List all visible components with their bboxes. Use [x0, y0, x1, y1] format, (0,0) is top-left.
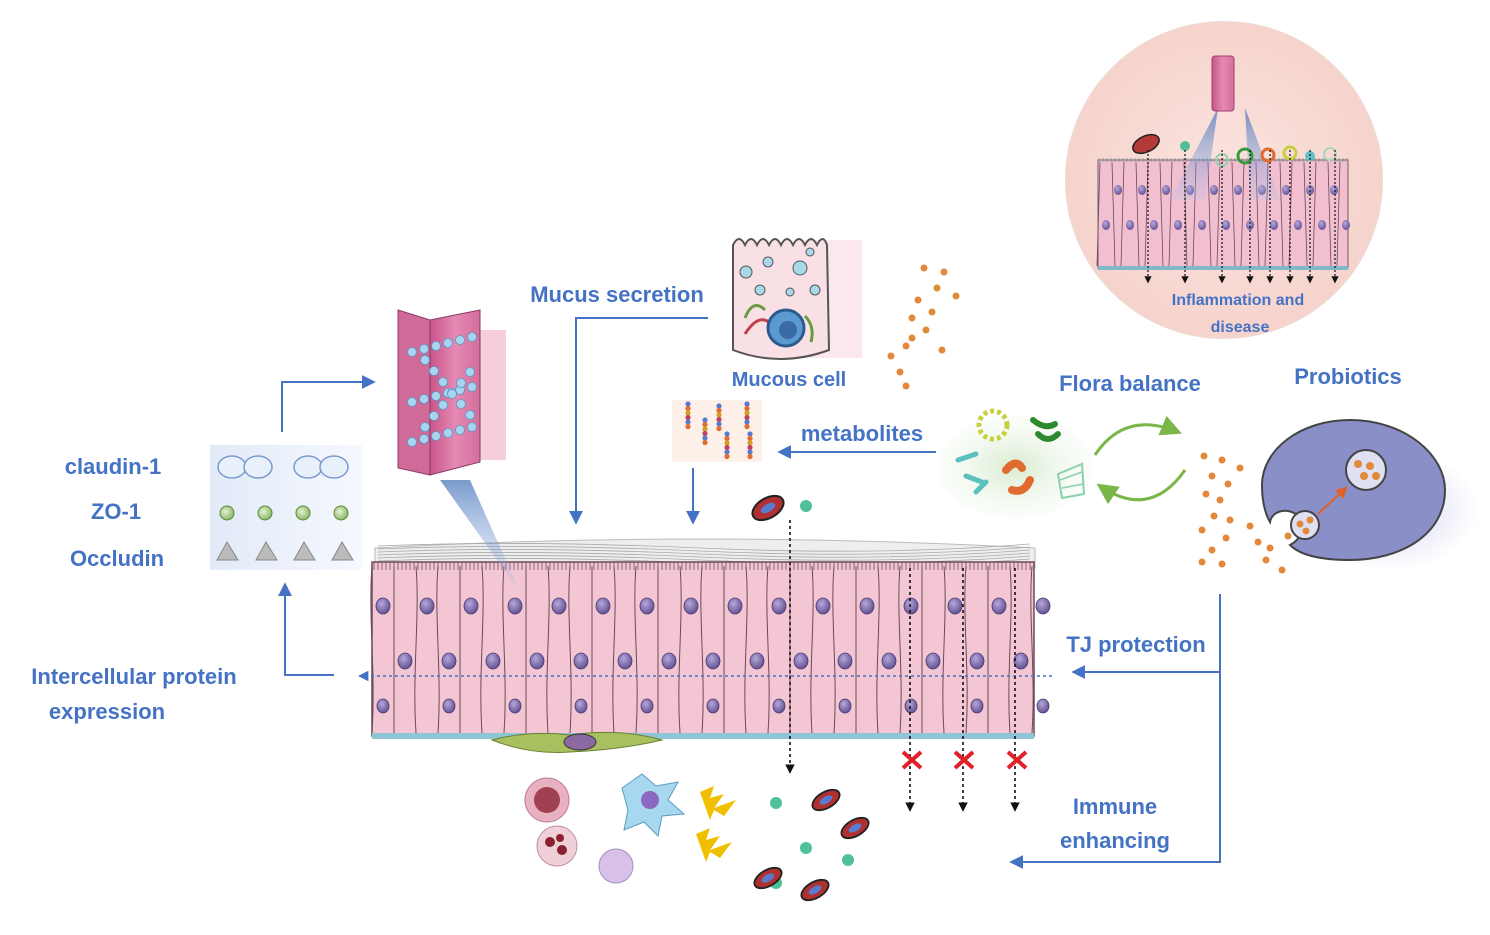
inset-microbes — [1132, 133, 1337, 167]
mucous-cell — [732, 238, 862, 360]
tj-protection-label: TJ protection — [1066, 632, 1205, 657]
flora-cycle-arrow-top — [1093, 415, 1182, 456]
inflammation-inset: Inflammation and disease — [1065, 21, 1383, 339]
protein-expression-arrow — [278, 582, 334, 676]
immune-enhancing-arrow — [1009, 672, 1221, 869]
immune-cells — [524, 773, 686, 884]
probiotic-release-dots — [1198, 452, 1292, 574]
probiotic-cell — [1260, 418, 1480, 572]
mucus-secretion-label: Mucus secretion — [530, 282, 704, 307]
claudin-icons — [217, 455, 349, 479]
inflammation-label-line1: Inflammation and — [1172, 292, 1304, 309]
lightning-bolt-icon — [696, 786, 736, 862]
flora-balance-label: Flora balance — [1059, 371, 1201, 396]
intercellular-label-line2: expression — [49, 699, 165, 724]
permeation-arrows — [785, 520, 1020, 812]
to-tj-panel-arrow — [281, 375, 376, 432]
metabolite-chains — [672, 400, 762, 462]
inflammation-label-line2: disease — [1211, 319, 1270, 336]
probiotics-label: Probiotics — [1294, 364, 1402, 389]
tight-junction-proteins — [210, 445, 362, 570]
claudin-label: claudin-1 — [65, 454, 162, 479]
occludin-icons — [216, 541, 354, 561]
red-x-icon — [901, 750, 1028, 770]
mucous-cell-label: Mucous cell — [732, 369, 846, 391]
pathogens-below — [753, 788, 870, 902]
immune-label-line2: enhancing — [1060, 828, 1170, 853]
metabolites-label: metabolites — [801, 421, 923, 446]
flora-cluster — [937, 408, 1093, 519]
zo1-label: ZO-1 — [91, 499, 141, 524]
inflamed-epithelium — [1096, 158, 1350, 270]
zo1-icons — [219, 505, 349, 521]
mucus-secretion-arrow — [569, 317, 708, 525]
intestinal-epithelium — [370, 538, 1051, 753]
immune-label-line1: Immune — [1073, 794, 1157, 819]
occludin-label: Occludin — [70, 546, 164, 571]
intercellular-label-line1: Intercellular protein — [31, 664, 236, 689]
pathogens-above — [751, 494, 812, 522]
tight-junction-panel — [397, 309, 506, 476]
probiotic-secretion-dots — [887, 264, 960, 390]
flora-cycle-arrow-bottom — [1096, 469, 1187, 505]
